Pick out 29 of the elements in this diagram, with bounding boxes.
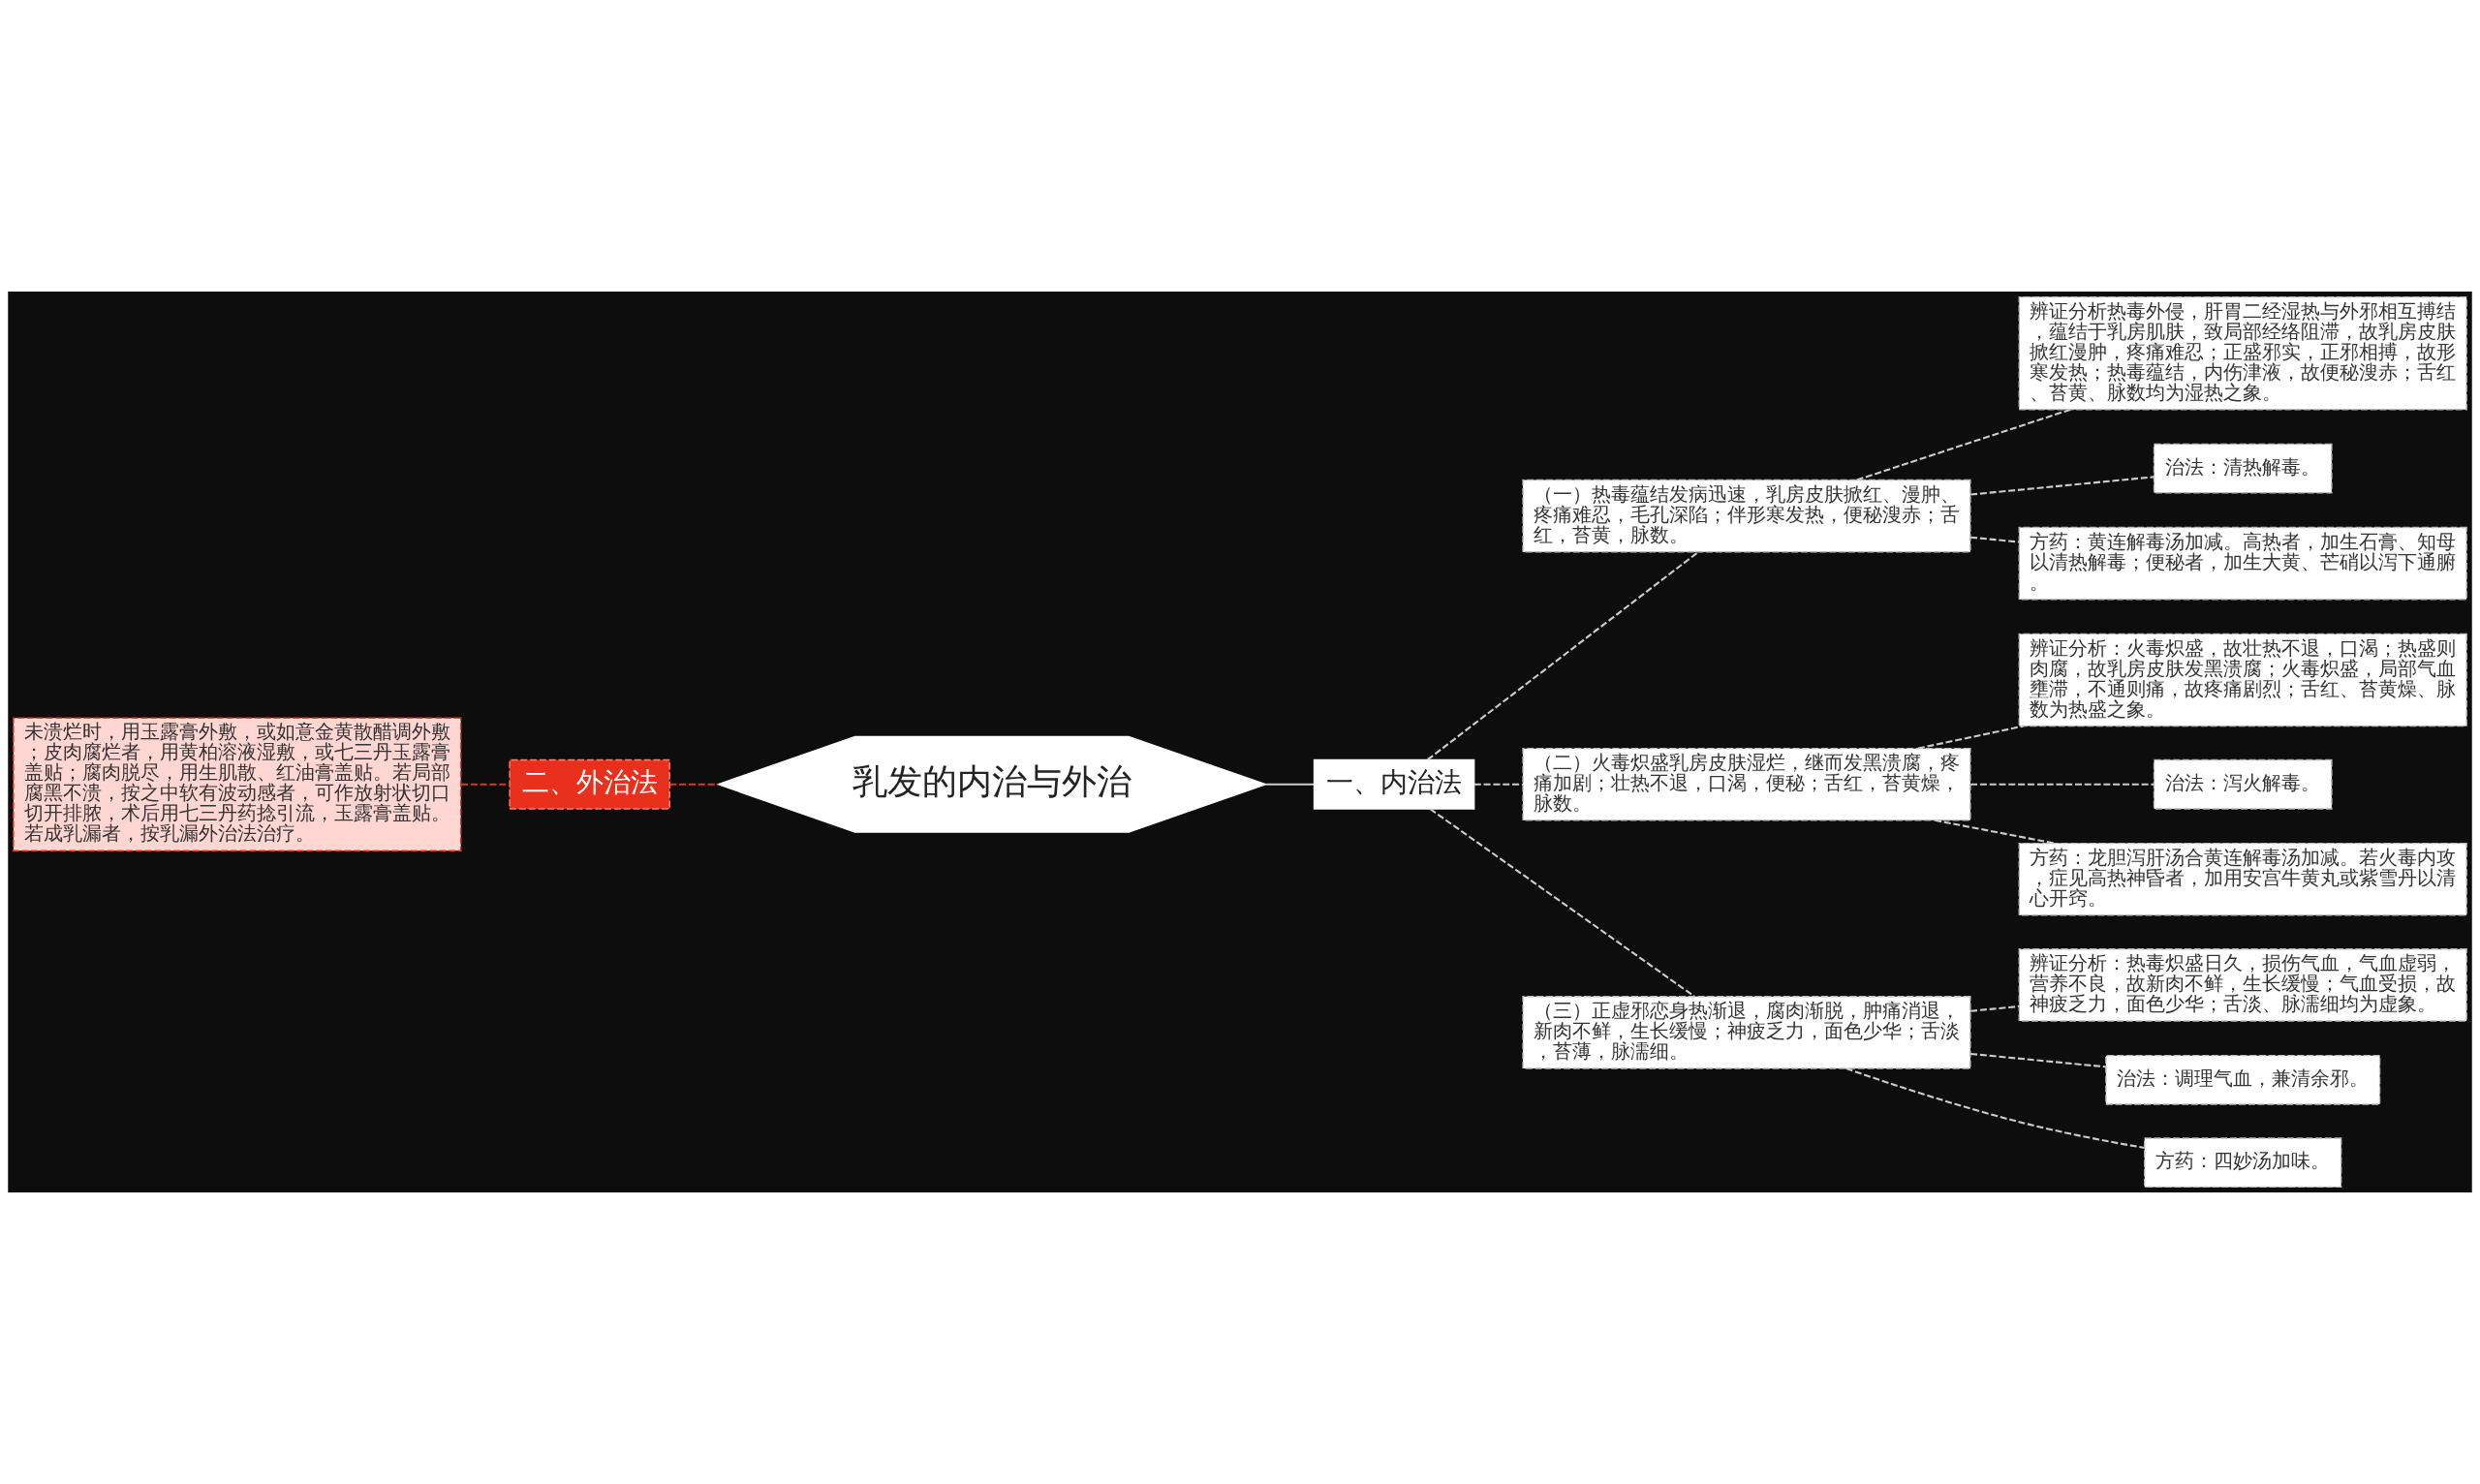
node-box: 未溃烂时，用玉露膏外敷，或如意金黄散醋调外敷；皮肉腐烂者，用黄柏溶液湿敷，或七三丹玉露膏盖贴；腐肉脱尽，用生肌散、红油膏盖贴。若局部腐黑不溃，按之中软有波动感者，可作放射状切口切开排脓，术后用七三丹药捻引流，玉露膏盖贴。若成乳漏者，按乳漏外治法治疗。 xyxy=(13,717,462,851)
connector xyxy=(460,783,511,786)
connector xyxy=(1429,808,1695,998)
node-box: 治法：清热解毒。 xyxy=(2153,443,2333,494)
node-box: （三）正虚邪恋身热渐退，腐肉渐脱，肿痛消退，新肉不鲜，生长缓慢；神疲乏力，面色少华；舌淡，苔薄，脉濡细。 xyxy=(1522,996,1971,1069)
node-box: 辨证分析：火毒炽盛，故壮热不退，口渴；热盛则肉腐，故乳房皮肤发黑溃腐；火毒炽盛，局部气血壅滞，不通则痛，故疼痛剧烈；舌红、苔黄燥、脉数为热盛之象。 xyxy=(2018,633,2467,727)
node-box: 治法：泻火解毒。 xyxy=(2153,758,2333,810)
connector xyxy=(1970,1052,2106,1068)
node-box: 一、内治法 xyxy=(1313,758,1475,810)
connector xyxy=(1265,783,1315,786)
node-box: （一）热毒蕴结发病迅速，乳房皮肤掀红、漫肿、疼痛难忍，毛孔深陷；伴形寒发热，便秘溲赤；舌红，苔黄，脉数。 xyxy=(1522,479,1971,553)
node-box: 治法：调理气血，兼清余邪。 xyxy=(2105,1054,2381,1105)
connector xyxy=(1427,551,1699,760)
node-box: （二）火毒炽盛乳房皮肤湿烂，继而发黑溃腐，疼痛加剧；壮热不退，口渴，便秘；舌红，苔黄燥，脉数。 xyxy=(1522,747,1971,821)
connector xyxy=(1473,783,1523,786)
connector xyxy=(1845,1067,2145,1149)
node-box: 辨证分析：热毒炽盛日久，损伤气血，气血虚弱，营养不良，故新肉不鲜，生长缓慢；气血受损，故神疲乏力，面色少华；舌淡、脉濡细均为虚象。 xyxy=(2018,948,2467,1022)
connector xyxy=(1935,819,2055,845)
connector xyxy=(1970,783,2154,786)
node-box: 辨证分析热毒外侵，肝胃二经湿热与外邪相互搏结，蕴结于乳房肌肤，致局部经络阻滞，故乳房皮肤掀红漫肿，疼痛难忍；正盛邪实，正邪相搏，故形寒发热；热毒蕴结，内伤津液，故便秘溲赤；舌红、苔黄、脉数均为湿热之象。 xyxy=(2018,295,2467,411)
node-box: 二、外治法 xyxy=(509,758,670,810)
connector xyxy=(1917,725,2024,750)
node-box: 方药：龙胆泻肝汤合黄连解毒汤加减。若火毒内攻，症见高热神昏者，加用安宫牛黄丸或紫雪丹以清心开窍。 xyxy=(2018,842,2467,916)
connector xyxy=(1970,476,2154,496)
node-box: 方药：四妙汤加味。 xyxy=(2144,1137,2342,1189)
node-box: 方药：黄连解毒汤加减。高热者，加生石膏、知母以清热解毒；便秘者，加生大黄、芒硝以泻下通腑。 xyxy=(2018,526,2467,601)
connector xyxy=(1970,1005,2020,1012)
connector xyxy=(1856,408,2071,481)
connector xyxy=(1970,536,2020,543)
